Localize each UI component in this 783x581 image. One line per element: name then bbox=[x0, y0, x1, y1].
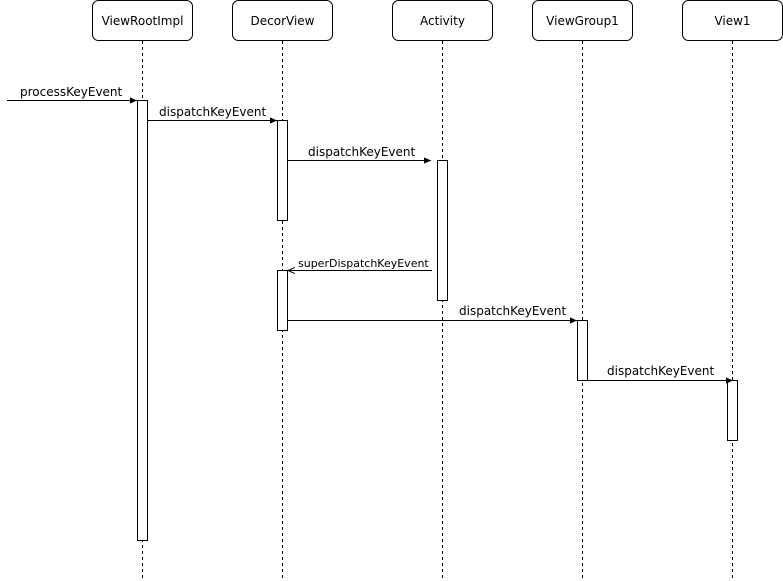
participants: ViewRootImpl DecorView Activity ViewGrou… bbox=[92, 0, 783, 41]
participant-label-viewrootimpl: ViewRootImpl bbox=[102, 14, 184, 28]
message-processkeyevent[interactable]: processKeyEvent bbox=[7, 85, 137, 104]
messages: processKeyEvent dispatchKeyEvent dispatc… bbox=[7, 85, 734, 384]
message-label: dispatchKeyEvent bbox=[308, 145, 416, 159]
message-dispatch-view1[interactable]: dispatchKeyEvent bbox=[587, 364, 734, 384]
activations bbox=[137, 100, 738, 541]
activation-viewrootimpl[interactable] bbox=[137, 100, 148, 541]
message-label: processKeyEvent bbox=[20, 85, 123, 99]
message-label: dispatchKeyEvent bbox=[459, 304, 567, 318]
message-dispatch-decorview[interactable]: dispatchKeyEvent bbox=[147, 105, 278, 124]
participant-viewgroup1[interactable]: ViewGroup1 bbox=[532, 0, 633, 41]
activation-activity[interactable] bbox=[437, 160, 448, 301]
message-label: superDispatchKeyEvent bbox=[298, 257, 429, 270]
message-dispatch-viewgroup1[interactable]: dispatchKeyEvent bbox=[287, 304, 578, 324]
lifelines bbox=[142, 41, 733, 581]
participant-label-decorview: DecorView bbox=[251, 14, 315, 28]
activation-decorview-second[interactable] bbox=[277, 270, 288, 331]
participant-decorview[interactable]: DecorView bbox=[232, 0, 333, 41]
message-label: dispatchKeyEvent bbox=[159, 105, 267, 119]
message-dispatch-activity[interactable]: dispatchKeyEvent bbox=[287, 145, 432, 164]
participant-viewrootimpl[interactable]: ViewRootImpl bbox=[92, 0, 193, 41]
activation-view1[interactable] bbox=[727, 380, 738, 441]
participant-view1[interactable]: View1 bbox=[682, 0, 783, 41]
message-label: dispatchKeyEvent bbox=[607, 364, 715, 378]
activation-viewgroup1[interactable] bbox=[577, 320, 588, 381]
participant-label-activity: Activity bbox=[420, 14, 465, 28]
participant-label-view1: View1 bbox=[714, 14, 750, 28]
activation-decorview-first[interactable] bbox=[277, 120, 288, 221]
message-superdispatch[interactable]: superDispatchKeyEvent bbox=[288, 257, 432, 271]
participant-label-viewgroup1: ViewGroup1 bbox=[546, 14, 619, 28]
participant-activity[interactable]: Activity bbox=[392, 0, 493, 41]
